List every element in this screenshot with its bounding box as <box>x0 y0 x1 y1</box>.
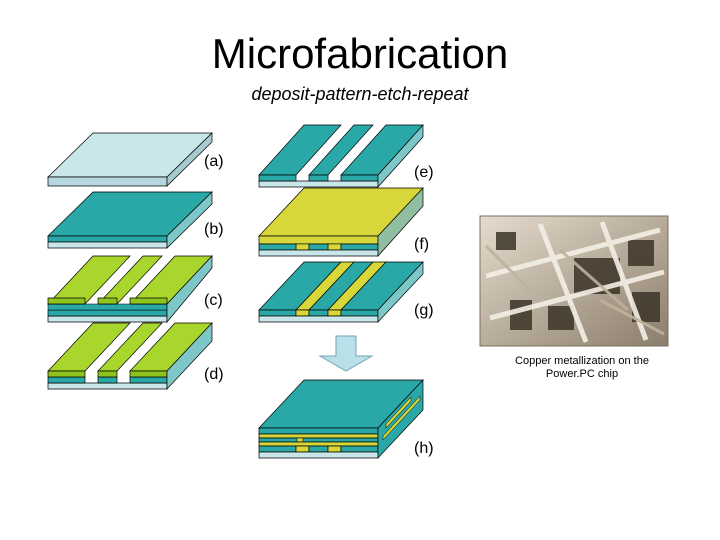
step-label-a: (a) <box>204 153 224 171</box>
step-label-h: (h) <box>414 440 434 458</box>
photo-caption: Copper metallization on the Power.PC chi… <box>500 355 664 381</box>
step-d-illustration <box>48 323 212 389</box>
step-label-b: (b) <box>204 221 224 239</box>
step-h-illustration <box>259 380 423 458</box>
step-c-illustration <box>48 256 212 322</box>
step-label-e: (e) <box>414 164 434 182</box>
step-b-illustration <box>48 192 212 248</box>
step-f-illustration <box>259 188 423 256</box>
step-label-c: (c) <box>204 292 223 310</box>
copper-chip-photo <box>480 216 668 346</box>
down-arrow-icon <box>320 336 372 371</box>
step-label-g: (g) <box>414 302 434 320</box>
step-label-f: (f) <box>414 236 429 254</box>
step-label-d: (d) <box>204 366 224 384</box>
step-g-illustration <box>259 262 423 322</box>
step-a-illustration <box>48 133 212 186</box>
step-e-illustration <box>259 125 423 187</box>
